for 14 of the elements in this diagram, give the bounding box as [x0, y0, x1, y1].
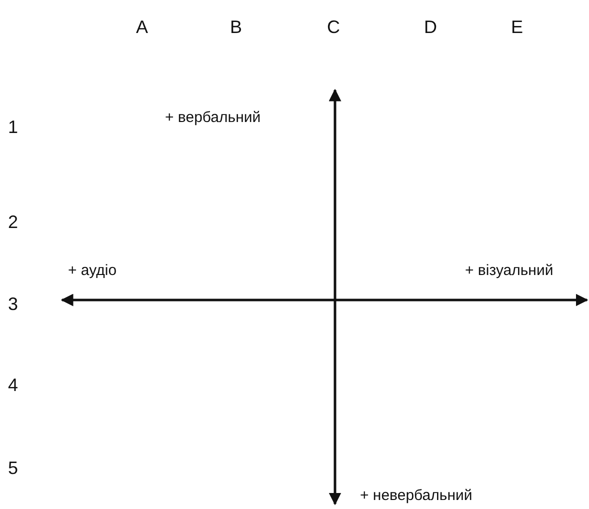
column-header: A: [136, 18, 148, 36]
column-header: B: [230, 18, 242, 36]
row-header: 5: [8, 459, 18, 477]
row-header: 2: [8, 213, 18, 231]
row-header: 1: [8, 118, 18, 136]
row-header: 3: [8, 295, 18, 313]
axis-label: + невербальний: [360, 488, 472, 503]
column-header: E: [511, 18, 524, 36]
axis-label: + візуальний: [465, 263, 554, 278]
axis-label: + аудіо: [68, 263, 117, 278]
row-header: 4: [8, 376, 18, 394]
axis-label: + вербальний: [165, 110, 261, 125]
column-header: C: [327, 18, 340, 36]
column-header: D: [424, 18, 437, 36]
